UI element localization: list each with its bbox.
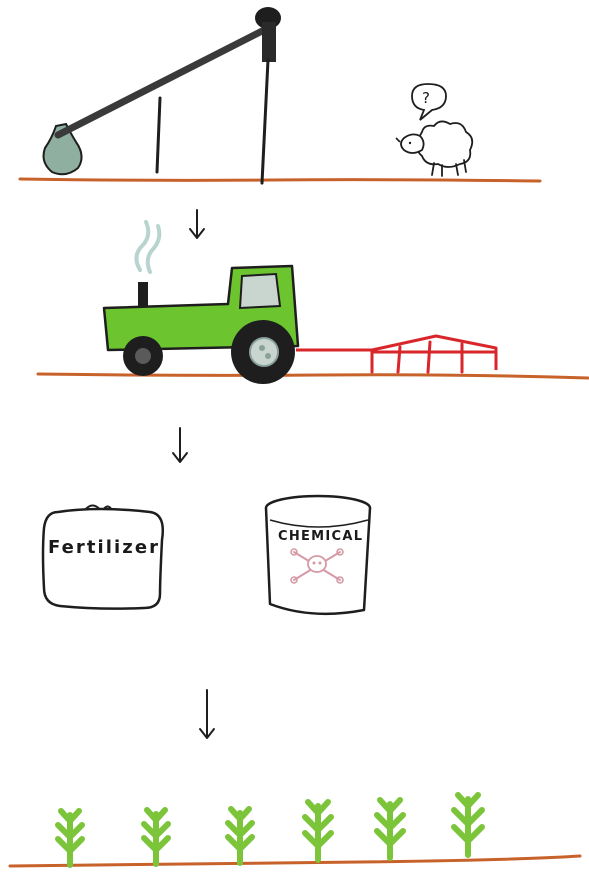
sheep-question-mark: ? xyxy=(422,89,430,107)
ground-line-2 xyxy=(38,374,588,378)
fertilizer-label: Fertilizer xyxy=(48,537,158,558)
ground-line-1 xyxy=(20,179,540,181)
arrow-down-icon xyxy=(200,690,214,738)
crop-seedling-icon xyxy=(454,795,482,855)
panel-fertilizer-chemical: Fertilizer CHEMICAL xyxy=(43,496,370,614)
arrow-down-icon xyxy=(173,428,187,462)
ground-line-4 xyxy=(10,856,580,866)
fertilizer-bag-icon: Fertilizer xyxy=(43,505,163,608)
tractor-icon xyxy=(104,222,298,384)
plough-icon xyxy=(296,336,496,372)
crop-seedling-icon xyxy=(58,811,82,865)
sheep-icon: ? xyxy=(396,84,472,176)
chemical-barrel-icon: CHEMICAL xyxy=(266,496,370,614)
pump-jack-icon xyxy=(44,7,281,183)
panel-tractor xyxy=(38,222,588,384)
crop-seedling-icon xyxy=(228,809,252,863)
chemical-label: CHEMICAL xyxy=(278,529,362,544)
panel-crops xyxy=(10,795,580,866)
crop-seedling-icon xyxy=(305,802,331,860)
panel-pump-and-sheep: ? xyxy=(20,7,540,183)
crop-seedling-icon xyxy=(377,800,403,858)
arrow-down-icon xyxy=(190,210,204,238)
crop-seedling-icon xyxy=(144,810,168,864)
